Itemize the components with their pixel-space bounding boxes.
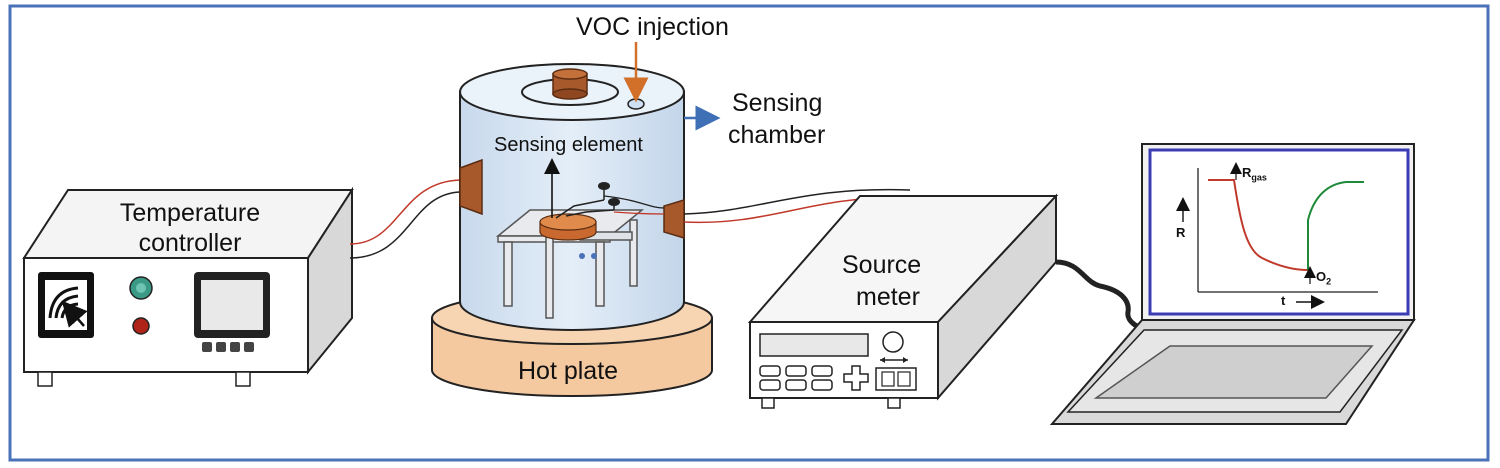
- laptop-screen: [1148, 148, 1410, 316]
- o2-label-sub: 2: [1326, 276, 1332, 287]
- source-meter: [747, 193, 1059, 409]
- source-meter-label-line2: meter: [856, 283, 920, 311]
- laptop-trackpad: [1093, 345, 1374, 399]
- o2-label: O2: [1316, 269, 1332, 287]
- y-axis-label: R: [1176, 225, 1186, 240]
- right-feedthrough: [663, 198, 685, 240]
- voc-injection-label: VOC injection: [576, 13, 729, 41]
- temperature-controller-label-line2: controller: [138, 229, 242, 257]
- rgas-label-sub: gas: [1251, 172, 1267, 183]
- x-axis-label: t: [1281, 293, 1286, 308]
- meter-knob: [882, 331, 904, 353]
- sensing-chamber-label-line2: chamber: [728, 121, 826, 149]
- sensing-element-label: Sensing element: [494, 134, 643, 156]
- sensing-chamber-label-line1: Sensing: [732, 89, 823, 117]
- rgas-label-main: R: [1242, 165, 1252, 180]
- left-feedthrough: [459, 158, 483, 216]
- red-response-curve: [1208, 179, 1309, 271]
- rgas-label: Rgas: [1242, 165, 1267, 183]
- meter-display: [759, 333, 869, 357]
- laptop: [1049, 143, 1416, 425]
- temperature-controller: [22, 186, 354, 387]
- o2-label-main: O: [1316, 269, 1327, 284]
- meter-to-laptop-cable: [1055, 259, 1153, 333]
- hot-plate-label: Hot plate: [518, 357, 619, 385]
- lid-knob: [552, 68, 588, 100]
- sensing-chamber: [459, 63, 685, 331]
- temperature-controller-label-line1: Temperature: [119, 199, 261, 227]
- source-meter-label-line1: Source: [842, 251, 922, 279]
- meter-buttons: [759, 365, 833, 391]
- sensing-element: [539, 213, 597, 241]
- red-indicator-light: [132, 317, 150, 335]
- voc-inlet-port: [627, 98, 645, 110]
- temperature-gauge-icon: [38, 272, 94, 338]
- resistance-graph: [1176, 162, 1378, 309]
- meter-cross-button: [843, 365, 869, 391]
- green-recovery-curve: [1307, 181, 1364, 270]
- controller-buttons: [202, 342, 254, 352]
